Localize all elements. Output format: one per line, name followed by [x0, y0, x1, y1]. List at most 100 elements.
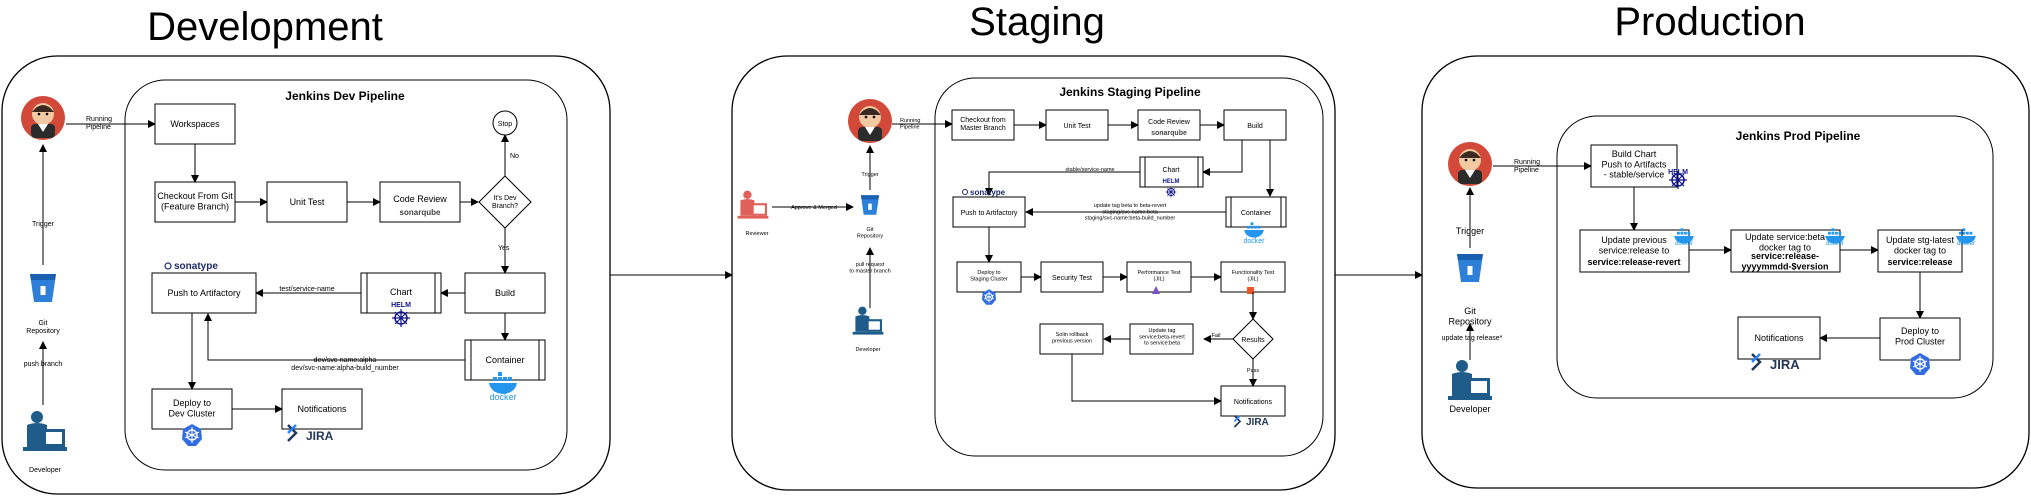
selenium-icon: [1247, 287, 1254, 294]
jira-logo: JIRA: [1770, 357, 1800, 372]
dev-notifications-box: [281, 388, 363, 430]
staging-build: Build: [1247, 123, 1263, 130]
staging-performance-test: Performance Test(JIL): [1137, 270, 1180, 282]
jenkins-icon: [848, 99, 892, 143]
sonarqube-logo: sonarqube: [1151, 130, 1187, 137]
staging-container-box: [1225, 196, 1287, 228]
staging-trigger-label: Trigger: [861, 172, 878, 178]
dev-chart: Chart: [390, 287, 413, 297]
dev-stop: Stop: [498, 121, 513, 128]
prod-trigger-label: Trigger: [1456, 226, 1484, 236]
git-icon: [30, 274, 56, 302]
dev-push-artifactory-box: [151, 272, 257, 314]
staging-rollback-box: [1039, 323, 1104, 355]
prod-update-previous-box: [1579, 229, 1690, 273]
sonarqube-logo: sonarqube: [400, 208, 441, 217]
dev-unit-test: Unit Test: [290, 197, 325, 207]
prod-notifications: Notifications: [1754, 333, 1804, 343]
stage-title-production: Production: [1614, 0, 1805, 44]
staging-security-test-box: [1040, 261, 1104, 293]
staging-deploy-box: [956, 261, 1022, 293]
staging-pass-label: Pass: [1247, 368, 1259, 374]
staging-notifications: Notifications: [1234, 399, 1273, 406]
dev-stop-circle: [492, 110, 518, 136]
dev-push-branch: push branch: [24, 361, 63, 368]
staging-unit-test-box: [1045, 109, 1109, 141]
staging-unit-test: Unit Test: [1063, 123, 1090, 130]
staging-chart: Chart: [1162, 167, 1179, 174]
prod-pipeline-title: Jenkins Prod Pipeline: [1736, 129, 1861, 143]
dev-code-review: Code Review: [393, 194, 447, 204]
jenkins-icon: [1448, 142, 1492, 186]
prod-update-tag-release: update tag release*: [1442, 335, 1503, 342]
prod-build-chart-box: [1590, 144, 1678, 188]
dev-build: Build: [495, 288, 515, 298]
helm-logo: HELM: [391, 302, 411, 309]
git-icon: [860, 195, 880, 215]
staging-approve-merged: Approve & Merged: [791, 205, 837, 211]
staging-chart-box: [1139, 156, 1204, 188]
staging-notifications-box: [1220, 385, 1286, 417]
jmeter-icon: [1152, 286, 1160, 294]
dev-checkout-box: [154, 181, 236, 223]
staging-results: Results: [1241, 337, 1265, 344]
dev-chart-box: [360, 272, 442, 314]
staging-code-review: Code Review: [1148, 119, 1191, 126]
docker-logo: docker: [1675, 241, 1693, 247]
stage-title-development: Development: [147, 5, 383, 49]
dev-yes-label: Yes: [498, 245, 510, 252]
staging-stable-service: stable/service-name: [1065, 167, 1114, 173]
prod-update-beta-box: [1730, 229, 1841, 273]
docker-logo: docker: [1243, 238, 1265, 245]
dev-workspaces: Workspaces: [170, 119, 220, 129]
prod-update-beta-2: service:release-yyyymmdd-$version: [1741, 251, 1828, 271]
jira-logo: JIRA: [306, 429, 334, 443]
dev-notifications: Notifications: [297, 404, 347, 414]
staging-developer-label: Developer: [855, 347, 880, 353]
staging-reviewer-label: Reviewer: [746, 231, 769, 237]
staging-fail-label: Fail: [1212, 333, 1221, 339]
staging-checkout-box: [951, 109, 1015, 141]
dev-container: Container: [485, 355, 524, 365]
dev-deploy-box: [151, 388, 233, 430]
dev-trigger-label: Trigger: [32, 221, 55, 228]
prod-update-previous-2: service:release-revert: [1587, 257, 1680, 267]
prod-update-stg-2: service:release: [1887, 257, 1952, 267]
docker-logo: docker: [1826, 241, 1844, 247]
dev-workspaces-box: [154, 103, 236, 145]
staging-push-artifactory: Push to Artifactory: [961, 210, 1018, 217]
staging-push-artifactory-box: [952, 196, 1026, 228]
staging-container: Container: [1241, 210, 1272, 217]
dev-pipeline-title: Jenkins Dev Pipeline: [285, 89, 405, 103]
staging-pipeline-title: Jenkins Staging Pipeline: [1059, 85, 1201, 99]
dev-tag-service-name: test/service-name: [279, 286, 334, 293]
staging-code-review-box: [1137, 109, 1201, 141]
git-icon: [1457, 254, 1483, 282]
staging-functionality-test: Functionality Test(JIL): [1232, 270, 1275, 282]
dev-developer-label: Developer: [29, 467, 62, 474]
jira-logo: JIRA: [1246, 417, 1269, 428]
helm-logo: HELM: [1163, 179, 1180, 185]
helm-logo: HELM: [1668, 169, 1688, 176]
dev-no-label: No: [510, 153, 519, 160]
stage-title-staging: Staging: [969, 0, 1105, 44]
dev-pipeline-frame: [124, 79, 568, 471]
